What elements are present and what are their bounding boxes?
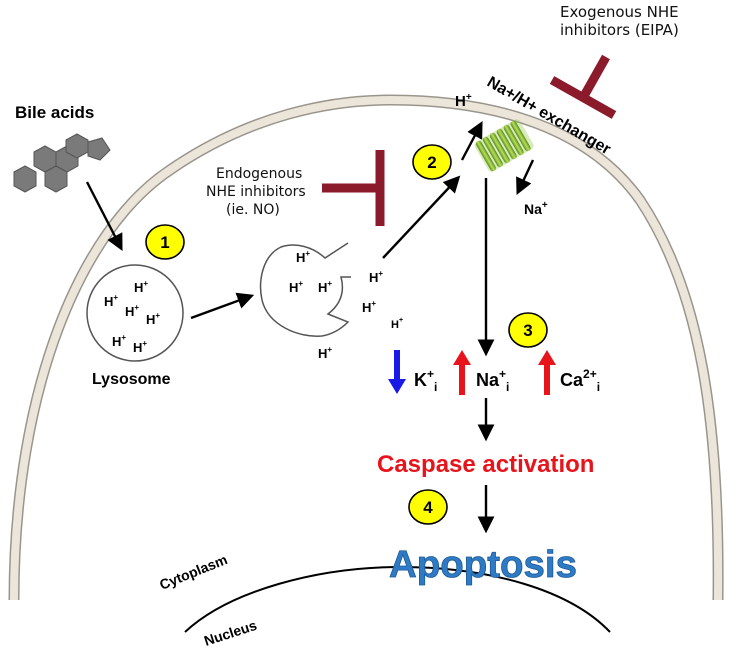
released-protons: H+ H+ H+ H+ H+ H+ H+ [289, 249, 403, 361]
up-arrow-icon [453, 350, 471, 395]
step-badge-2: 2 [412, 144, 452, 180]
potassium-label: K+i [414, 367, 437, 394]
exogenous-inhibitor-label-2: inhibitors (EIPA) [560, 21, 679, 39]
ruptured-lysosome [259, 242, 351, 337]
sodium-outside-label: Na+ [524, 200, 548, 217]
exchanger-coil-icon [474, 119, 534, 172]
lysosome-protons: H+ H+ H+ H+ H+ H+ [104, 279, 160, 355]
proton-label: H+ [289, 279, 303, 295]
proton-label: H+ [134, 279, 148, 295]
nucleus-envelope [184, 565, 611, 633]
proton-label: H+ [104, 293, 118, 309]
lysosome-label: Lysosome [92, 371, 171, 388]
step-number: 4 [423, 498, 433, 517]
step-number: 3 [523, 321, 532, 340]
proton-label: H+ [133, 339, 147, 355]
nucleus-label: Nucleus [202, 617, 259, 649]
up-arrow-icon [538, 350, 556, 395]
proton-label: H+ [112, 333, 126, 349]
endogenous-inhibitor-icon [322, 150, 385, 226]
proton-outside-label: H+ [455, 92, 472, 110]
cytoplasm-label: Cytoplasm [157, 551, 229, 593]
proton-label: H+ [318, 279, 332, 295]
proton-label: H+ [296, 249, 310, 265]
cell-membrane [8, 94, 724, 601]
ion-changes: K+i Na+i Ca2+i [388, 350, 600, 395]
down-arrow-icon [388, 350, 406, 394]
caspase-activation-label: Caspase activation [377, 451, 594, 478]
step-badge-4: 4 [408, 489, 448, 525]
bile-acids-label: Bile acids [15, 103, 94, 122]
bile-acid-molecule-icon [13, 133, 111, 193]
proton-label: H+ [125, 303, 139, 319]
endogenous-inhibitor-label-1: Endogenous [216, 166, 302, 182]
step-number: 1 [160, 233, 169, 252]
proton-label: H+ [146, 311, 160, 327]
apoptosis-label: Apoptosis [389, 544, 577, 586]
step-badges: 1 2 3 4 [145, 144, 548, 525]
proton-label: H+ [318, 345, 332, 361]
endogenous-inhibitor-label-3: (ie. NO) [226, 202, 280, 218]
exogenous-inhibitor-label-1: Exogenous NHE [560, 3, 679, 21]
pathway-arrows [85, 121, 535, 534]
proton-label: H+ [369, 269, 383, 285]
sodium-inside-label: Na+i [476, 367, 509, 394]
step-badge-3: 3 [508, 312, 548, 348]
proton-label: H+ [391, 317, 403, 331]
proton-label: H+ [362, 299, 376, 315]
step-number: 2 [427, 153, 436, 172]
endogenous-inhibitor-label-2: NHE inhibitors [206, 184, 306, 200]
calcium-label: Ca2+i [560, 367, 600, 394]
lysosome [86, 264, 184, 362]
step-badge-1: 1 [145, 224, 185, 260]
exogenous-inhibitor-icon [549, 54, 617, 119]
